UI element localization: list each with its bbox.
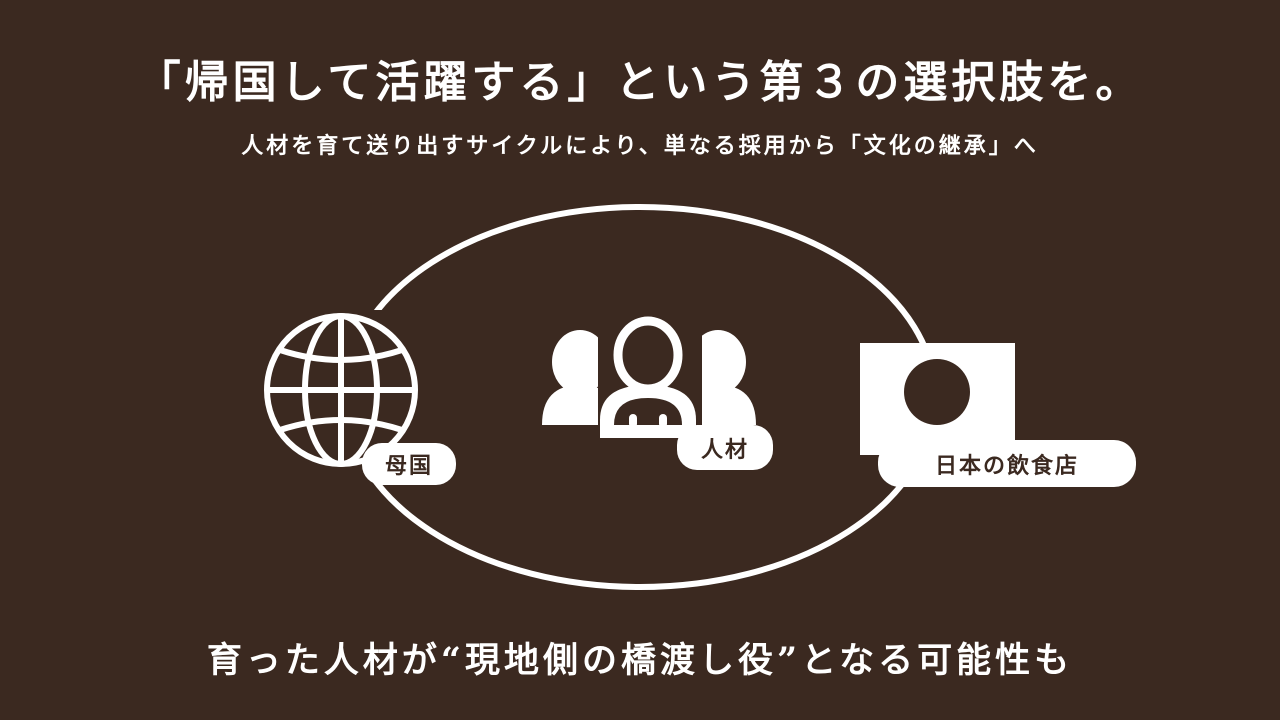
people-icon [520,316,770,445]
label-talent: 人材 [677,425,773,470]
japan-flag-icon [860,343,1015,455]
slide-subtitle: 人材を育て送り出すサイクルにより、単なる採用から「文化の継承」へ [241,133,1039,159]
label-japan-restaurant: 日本の飲食店 [878,440,1136,487]
slide-title: 「帰国して活躍する」という第３の選択肢を。 [136,57,1144,108]
bottom-message: 育った人材が“現地側の橋渡し役”となる可能性も [206,640,1074,681]
label-home-country: 母国 [362,443,456,485]
